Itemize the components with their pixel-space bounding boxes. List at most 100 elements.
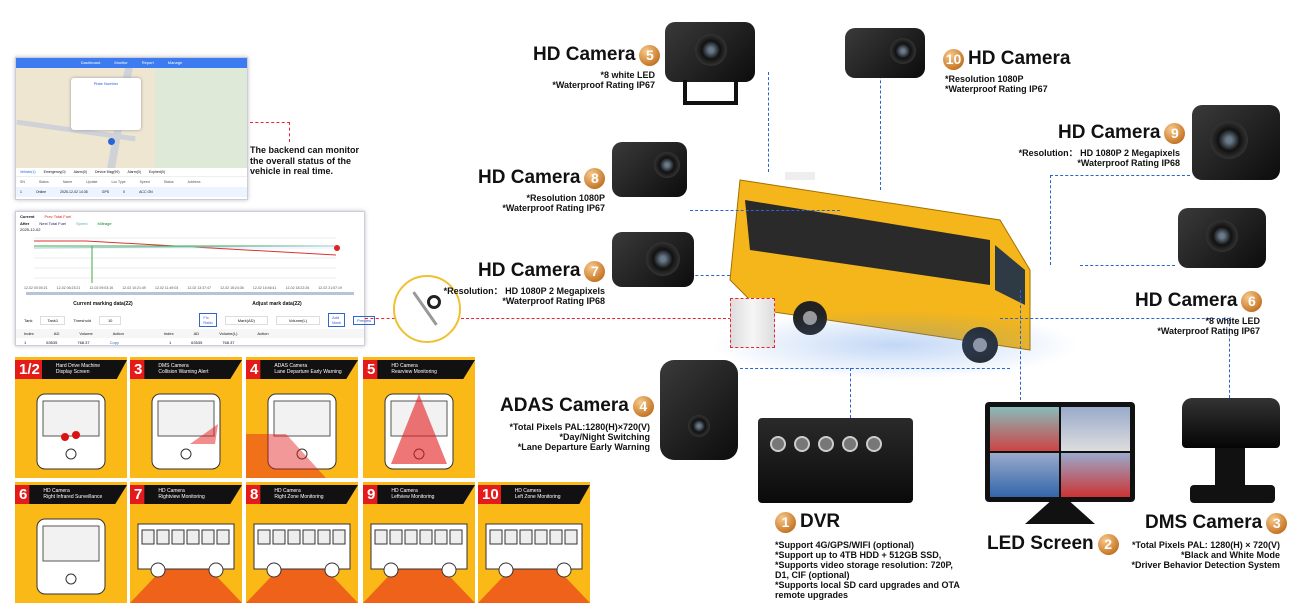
connector-line	[690, 210, 840, 211]
number-badge: 10	[943, 48, 964, 70]
dvr-image	[758, 418, 913, 503]
current-marking-title: Current marking data(22)	[73, 301, 133, 307]
preview-button[interactable]: Preview	[352, 315, 376, 325]
number-badge: 8	[584, 167, 606, 189]
hd-camera-6-specs: *8 white LED*Waterproof Rating IP67	[1157, 316, 1260, 336]
nav-dashboard[interactable]: Dashboard	[80, 60, 101, 65]
tile-number: 6	[15, 485, 32, 504]
current-label: Current	[20, 214, 35, 219]
backend-note: The backend can monitor the overall stat…	[250, 145, 360, 176]
nav-report[interactable]: Report	[141, 60, 154, 65]
vehicle-marker-icon[interactable]	[108, 138, 115, 145]
fix-ratio-button[interactable]: Fix Ratio	[199, 313, 217, 327]
legend-mileage[interactable]: Mileage	[97, 221, 112, 226]
col-sn: SN	[20, 180, 25, 184]
col-address: Address	[187, 180, 201, 184]
number-badge: 9	[1164, 122, 1186, 144]
tile-number: 8	[246, 485, 263, 504]
threshold-input[interactable]: 10	[98, 315, 122, 325]
prev-fuel-line	[34, 240, 337, 256]
map-area[interactable]: Plate Number	[16, 68, 247, 168]
table-row[interactable]: 1 Online 2025-12-02 14:35 GPS 0 ACC ON	[16, 187, 247, 197]
legend-next-fuel[interactable]: Next Total Fuel	[39, 221, 66, 226]
tile-number: 9	[363, 485, 380, 504]
nav-monitor[interactable]: Monitor	[114, 60, 128, 65]
connector-line	[1020, 290, 1021, 400]
col-index: Index	[24, 331, 34, 336]
tab-expired[interactable]: Expired(0)	[148, 170, 166, 174]
dvr-specs: *Support 4G/GPS/WIFI (optional)*Support …	[775, 540, 960, 600]
hd-camera-5-specs: *8 white LED*Waterproof Rating IP67	[552, 70, 655, 90]
hd-camera-6-image	[1178, 208, 1266, 268]
number-badge: 7	[584, 260, 606, 282]
hd-camera-9-specs: *Resolution： HD 1080P 2 Megapixels*Water…	[1018, 148, 1180, 168]
add-mark-button[interactable]: Add Mark	[328, 313, 345, 327]
dms-stand	[1215, 448, 1245, 488]
number-badge: 4	[632, 395, 654, 417]
hd-camera-5-image	[665, 22, 755, 82]
legend-speed[interactable]: Speed	[75, 221, 88, 226]
col-index: Index	[163, 331, 174, 336]
nav-manage[interactable]: Manage	[167, 60, 183, 65]
vehicle-popup: Plate Number	[71, 78, 141, 130]
col-ad: AD	[53, 331, 60, 336]
chart-scrollbar[interactable]	[26, 292, 354, 295]
tab-emergency[interactable]: Emergency(0)	[43, 170, 66, 174]
cell: 1	[20, 190, 22, 194]
col-name: Name	[62, 180, 73, 184]
col-update: Update	[86, 180, 98, 184]
hd-camera-9-image	[1192, 105, 1280, 180]
connector-line	[461, 318, 731, 319]
hd-camera-10-specs: *Resolution 1080P*Waterproof Rating IP67	[945, 74, 1048, 94]
volume-input[interactable]: Volume(L)	[275, 315, 321, 325]
mark-ad-input[interactable]: Mark(AD)	[224, 315, 268, 325]
hd-camera-7-image	[612, 232, 694, 287]
legend-prev-fuel[interactable]: Prev Total Fuel	[44, 214, 72, 219]
dms-camera-image	[1182, 398, 1280, 448]
cell: ACC ON	[139, 190, 153, 194]
number-badge: 2	[1097, 533, 1119, 555]
tank-select[interactable]: Tank1	[40, 315, 66, 325]
tile-number: 10	[478, 485, 503, 504]
connector-line	[1080, 265, 1175, 266]
col-ad: AD	[193, 331, 200, 336]
adas-camera-image	[660, 360, 738, 460]
cell: 2025-12-02 14:35	[60, 190, 88, 194]
tab-alarm-2[interactable]: Alarm(0)	[127, 170, 141, 174]
tab-vehicle[interactable]: Vehicle(1)	[20, 170, 36, 174]
number-badge: 1	[775, 511, 796, 533]
tab-device-msg[interactable]: Device Msg(99)	[94, 170, 120, 174]
tab-alarm[interactable]: Alarm(0)	[73, 170, 87, 174]
cell: Online	[35, 190, 47, 194]
col-volume: Volume(L)	[219, 331, 238, 336]
hd-camera-7-specs: *Resolution： HD 1080P 2 Megapixels*Water…	[443, 286, 605, 306]
col-volume: Volume	[79, 331, 93, 336]
connector-line	[768, 72, 769, 172]
map-monitor-screenshot: Dashboard Monitor Report Manage Plate Nu…	[15, 57, 248, 200]
fuel-line-chart	[33, 237, 340, 283]
camera-bracket	[683, 80, 738, 105]
number-badge: 6	[1241, 290, 1263, 312]
col-loc-type: Loc Type	[111, 180, 126, 184]
copy-button[interactable]: Copy	[109, 340, 119, 345]
